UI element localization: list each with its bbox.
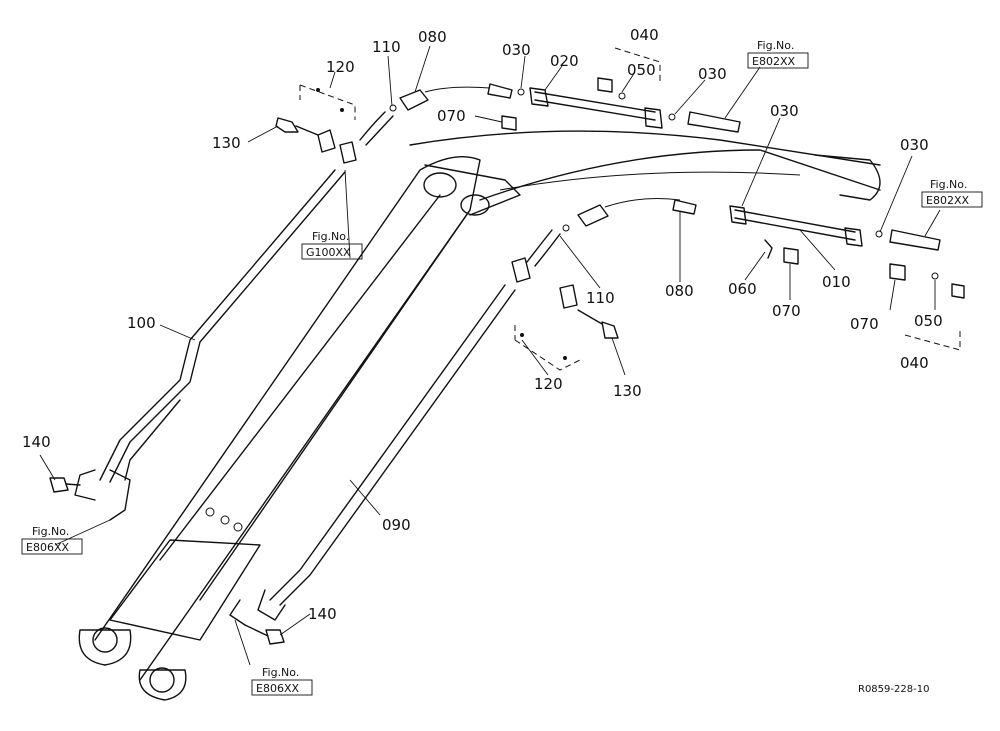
bolt-140-bottom [244, 624, 285, 645]
figref-box-e802-top [747, 52, 809, 69]
callout-070-top: 070 [437, 107, 466, 125]
callout-130-lower: 130 [613, 382, 642, 400]
bolt-130-upper [275, 117, 319, 136]
clip-060 [764, 239, 773, 259]
fittings [501, 47, 965, 351]
figref-e806-left: E806XX [26, 541, 69, 554]
callout-020: 020 [550, 52, 579, 70]
fitting-040-right [951, 283, 965, 299]
fitting-070-right [889, 263, 906, 281]
hose-080-lower [577, 198, 697, 227]
callout-070-right: 070 [850, 315, 879, 333]
figref-label-e802-right: Fig.No. [930, 178, 967, 191]
boom-arm [78, 130, 881, 701]
bolt-130-lower [577, 309, 619, 339]
callout-140-bottom: 140 [308, 605, 337, 623]
callout-030-d: 030 [900, 136, 929, 154]
callout-100: 100 [127, 314, 156, 332]
pipe-010 [729, 205, 941, 251]
callout-050-right: 050 [914, 312, 943, 330]
clamp-120-lower [511, 257, 581, 371]
hose-080-upper [399, 83, 513, 111]
callout-010: 010 [822, 273, 851, 291]
callout-110-lower: 110 [586, 289, 615, 307]
figref-label-g100: Fig.No. [312, 230, 349, 243]
figref-label-e802-top: Fig.No. [757, 39, 794, 52]
clamp-120-upper [299, 84, 357, 164]
pipe-100 [74, 169, 346, 521]
callout-050-top: 050 [627, 61, 656, 79]
pipe-090 [229, 284, 516, 626]
callout-030-b: 030 [698, 65, 727, 83]
callout-070-mid: 070 [772, 302, 801, 320]
callout-110-upper: 110 [372, 38, 401, 56]
callout-040-top: 040 [630, 26, 659, 44]
figref-label-e806-left: Fig.No. [32, 525, 69, 538]
figref-g100: G100XX [306, 246, 351, 259]
callout-060: 060 [728, 280, 757, 298]
callout-080-lower: 080 [665, 282, 694, 300]
fitting-070-mid [783, 247, 799, 265]
oring-050-right [931, 272, 939, 280]
figref-e806-bottom: E806XX [256, 682, 299, 695]
figref-box-e806-bottom [251, 679, 313, 696]
oring-050-top [618, 92, 626, 100]
callout-120-upper: 120 [326, 58, 355, 76]
callout-140-left: 140 [22, 433, 51, 451]
figref-e802-right: E802XX [926, 194, 969, 207]
figref-e802-top: E802XX [752, 55, 795, 68]
figref-box-e806-left [21, 538, 83, 555]
figref-box-g100 [301, 243, 363, 260]
drawing-code: R0859-228-10 [858, 684, 929, 695]
fitting-070-top [501, 115, 517, 131]
callout-030-a: 030 [502, 41, 531, 59]
callout-040-right: 040 [900, 354, 929, 372]
figref-box-e802-right [921, 191, 983, 208]
callout-130-upper: 130 [212, 134, 241, 152]
fitting-040-top [597, 77, 613, 93]
callout-030-c: 030 [770, 102, 799, 120]
hose-110-upper [359, 104, 397, 146]
callout-120-lower: 120 [534, 375, 563, 393]
pipe-020 [517, 87, 741, 133]
figref-label-e806-bottom: Fig.No. [262, 666, 299, 679]
leader-lines [39, 45, 941, 666]
callout-090: 090 [382, 516, 411, 534]
callout-labels: 110 080 120 130 030 020 040 050 030 070 … [22, 26, 943, 623]
bolt-140-left [49, 477, 81, 493]
callout-080-upper: 080 [418, 28, 447, 46]
hose-110-lower [526, 224, 570, 267]
figure-references: Fig.No. E802XX Fig.No. E802XX Fig.No. G1… [26, 39, 969, 695]
